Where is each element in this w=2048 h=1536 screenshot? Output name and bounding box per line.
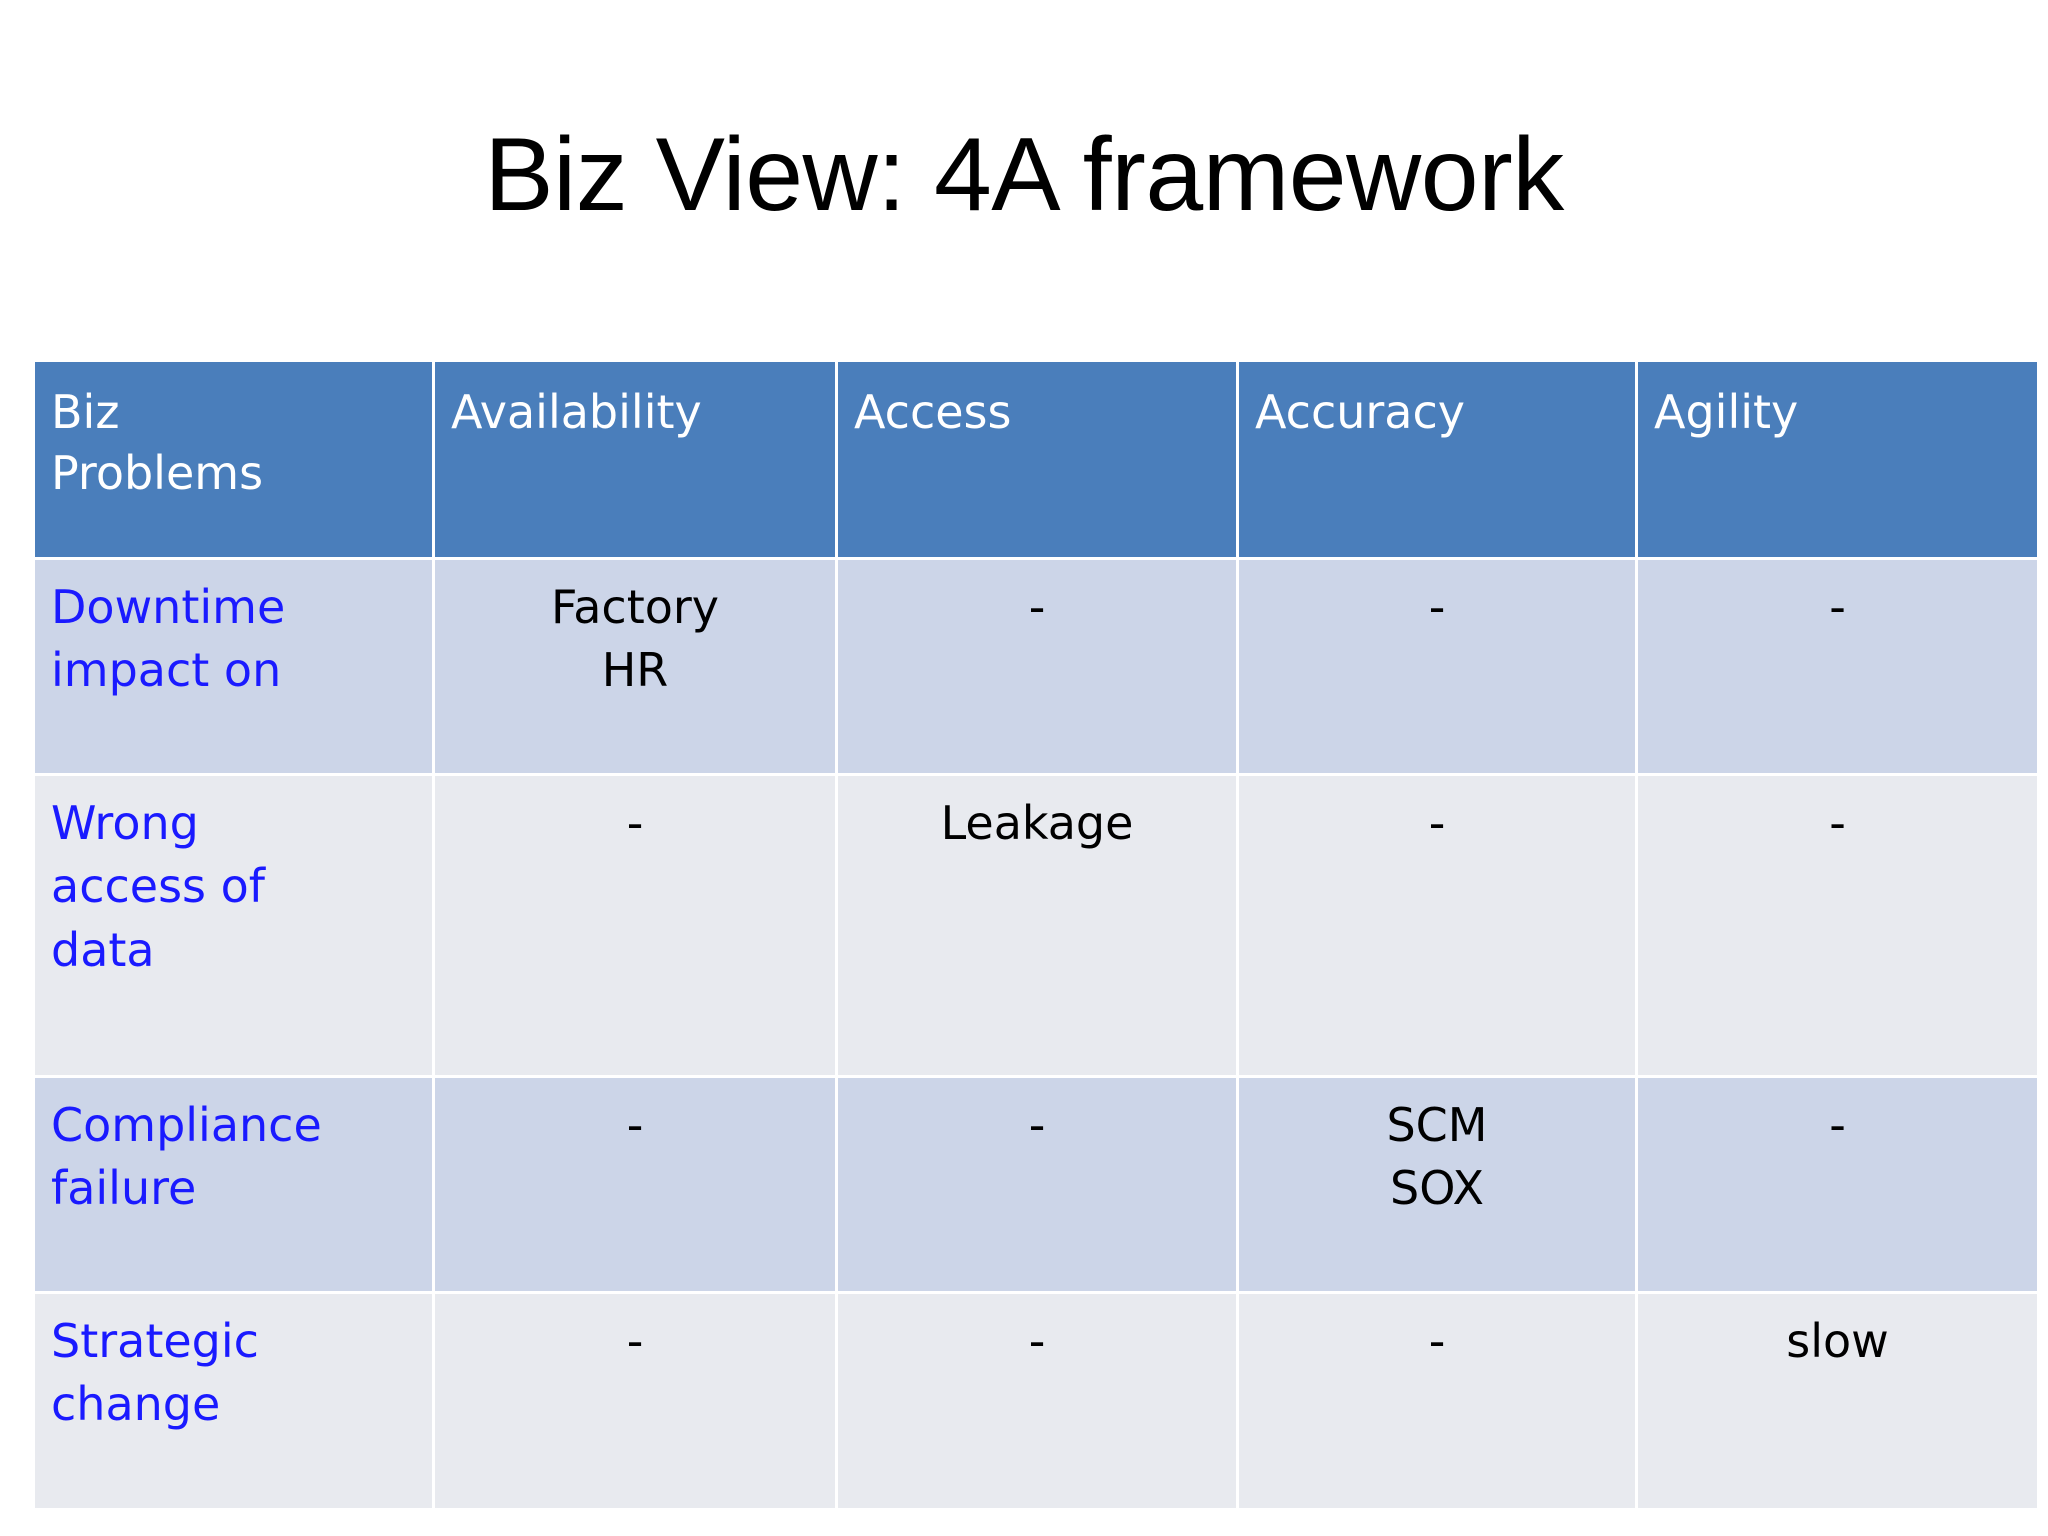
cell-agility-strategic-change: slow <box>1638 1294 2037 1508</box>
cell-accuracy-compliance: SCM SOX <box>1239 1078 1638 1294</box>
table-header: Biz Problems Availability Access Accurac… <box>35 362 2037 560</box>
column-header-agility: Agility <box>1638 362 2037 560</box>
cell-problem-downtime: Downtime impact on <box>35 560 435 776</box>
cell-accuracy-downtime: - <box>1239 560 1638 776</box>
cell-access-strategic-change: - <box>838 1294 1239 1508</box>
column-header-access: Access <box>838 362 1239 560</box>
cell-availability-compliance: - <box>435 1078 838 1294</box>
cell-agility-wrong-access: - <box>1638 776 2037 1078</box>
cell-accuracy-strategic-change: - <box>1239 1294 1638 1508</box>
cell-agility-compliance: - <box>1638 1078 2037 1294</box>
column-header-biz-problems: Biz Problems <box>35 362 435 560</box>
cell-problem-wrong-access: Wrong access of data <box>35 776 435 1078</box>
table-row: Compliance failure - - SCM SOX - <box>35 1078 2037 1294</box>
cell-agility-downtime: - <box>1638 560 2037 776</box>
table-row: Strategic change - - - slow <box>35 1294 2037 1508</box>
4a-framework-table: Biz Problems Availability Access Accurac… <box>35 362 2037 1508</box>
table-row: Downtime impact on Factory HR - - - <box>35 560 2037 776</box>
cell-availability-wrong-access: - <box>435 776 838 1078</box>
table-header-row: Biz Problems Availability Access Accurac… <box>35 362 2037 560</box>
table-body: Downtime impact on Factory HR - - - Wron… <box>35 560 2037 1508</box>
cell-access-downtime: - <box>838 560 1239 776</box>
cell-availability-downtime: Factory HR <box>435 560 838 776</box>
table-row: Wrong access of data - Leakage - - <box>35 776 2037 1078</box>
page-title: Biz View: 4A framework <box>484 117 1564 233</box>
cell-problem-compliance: Compliance failure <box>35 1078 435 1294</box>
cell-accuracy-wrong-access: - <box>1239 776 1638 1078</box>
column-header-availability: Availability <box>435 362 838 560</box>
cell-access-compliance: - <box>838 1078 1239 1294</box>
cell-access-wrong-access: Leakage <box>838 776 1239 1078</box>
column-header-accuracy: Accuracy <box>1239 362 1638 560</box>
cell-problem-strategic-change: Strategic change <box>35 1294 435 1508</box>
cell-availability-strategic-change: - <box>435 1294 838 1508</box>
